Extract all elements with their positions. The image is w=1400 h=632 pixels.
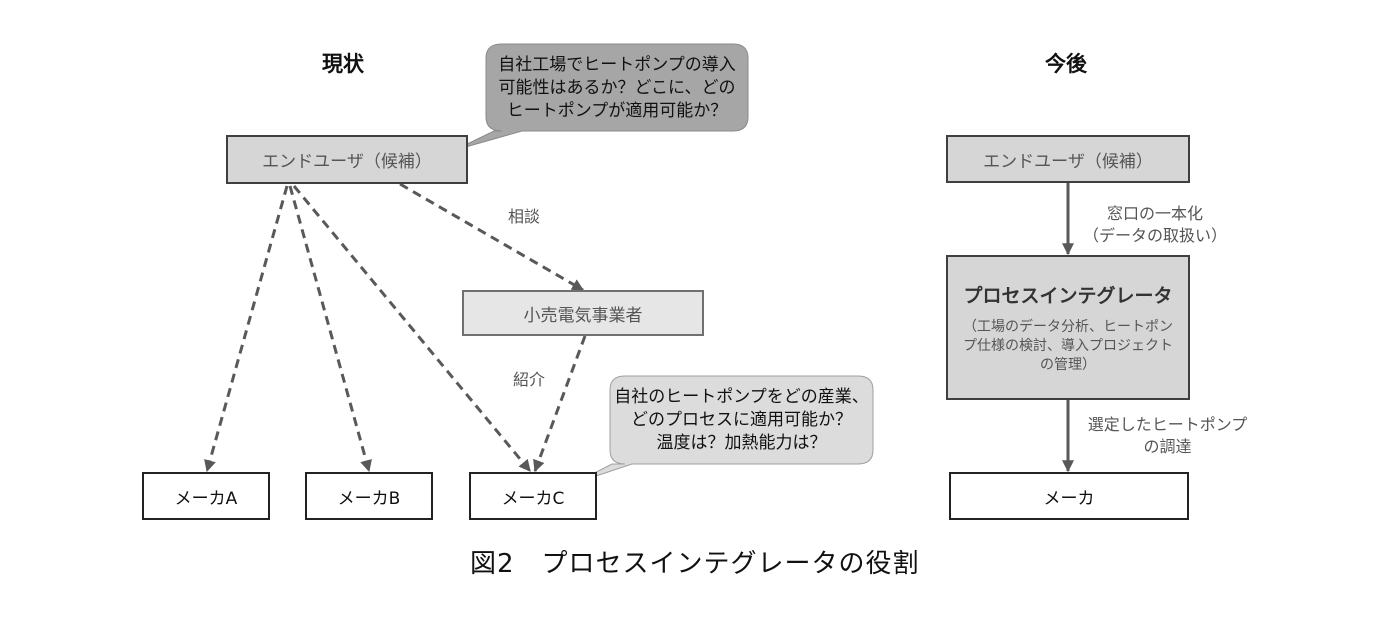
end-user-box-current: エンドユーザ（候補） — [226, 135, 468, 184]
integrator-detail-line: の管理） — [1040, 356, 1096, 373]
arrow-user-to-maker-c — [292, 185, 532, 472]
window-label-line: （データの取扱い） — [1082, 226, 1227, 245]
integrator-detail-line: （工場のデータ分析、ヒートポン — [963, 318, 1173, 335]
consult-label: 相談 — [508, 207, 541, 226]
maker-b-box: メーカB — [305, 472, 433, 520]
user-bubble-line: ヒートポンプが適用可能か？ — [506, 101, 728, 121]
maker-box-future: メーカ — [949, 472, 1189, 520]
figure-caption: 図2 プロセスインテグレータの役割 — [470, 549, 920, 579]
arrow-retailer-to-maker-c — [533, 335, 587, 473]
window-label: 窓口の一本化 （データの取扱い） — [1080, 203, 1230, 247]
maker-bubble-text: 自社のヒートポンプをどの産業、 どのプロセスに適用可能か？ 温度は？加熱能力は？ — [610, 386, 873, 455]
arrow-user-to-retailer — [399, 182, 585, 292]
integrator-detail-line: プ仕様の検討、導入プロジェクト — [963, 337, 1173, 354]
maker-c-box: メーカC — [469, 472, 597, 520]
retailer-box: 小売電気事業者 — [462, 290, 704, 336]
arrow-user-to-maker-a — [204, 185, 289, 473]
user-bubble-text: 自社工場でヒートポンプの導入 可能性はあるか？どこに、どの ヒートポンプが適用可… — [486, 54, 748, 123]
maker-a-box: メーカA — [142, 472, 270, 520]
integrator-detail: （工場のデータ分析、ヒートポン プ仕様の検討、導入プロジェクト の管理） — [949, 318, 1187, 375]
window-label-line: 窓口の一本化 — [1106, 204, 1203, 223]
procure-label-line: の調達 — [1143, 437, 1192, 456]
arrow-user-to-maker-b — [288, 185, 372, 473]
maker-bubble-line: 温度は？加熱能力は？ — [656, 433, 827, 453]
current-heading: 現状 — [322, 52, 364, 76]
process-integrator-box: プロセスインテグレータ （工場のデータ分析、ヒートポン プ仕様の検討、導入プロジ… — [946, 255, 1190, 400]
user-bubble-line: 可能性はあるか？どこに、どの — [498, 78, 736, 98]
procure-label: 選定したヒートポンプ の調達 — [1080, 414, 1255, 458]
user-bubble-line: 自社工場でヒートポンプの導入 — [498, 55, 736, 75]
end-user-box-future: エンドユーザ（候補） — [946, 135, 1190, 183]
user-question-bubble — [454, 43, 749, 151]
integrator-title: プロセスインテグレータ — [963, 284, 1173, 307]
intro-label: 紹介 — [513, 370, 546, 389]
maker-question-bubble — [574, 375, 874, 484]
maker-bubble-line: どのプロセスに適用可能か？ — [631, 410, 852, 430]
maker-bubble-line: 自社のヒートポンプをどの産業、 — [614, 387, 869, 407]
future-heading: 今後 — [1045, 52, 1087, 76]
procure-label-line: 選定したヒートポンプ — [1087, 415, 1248, 434]
